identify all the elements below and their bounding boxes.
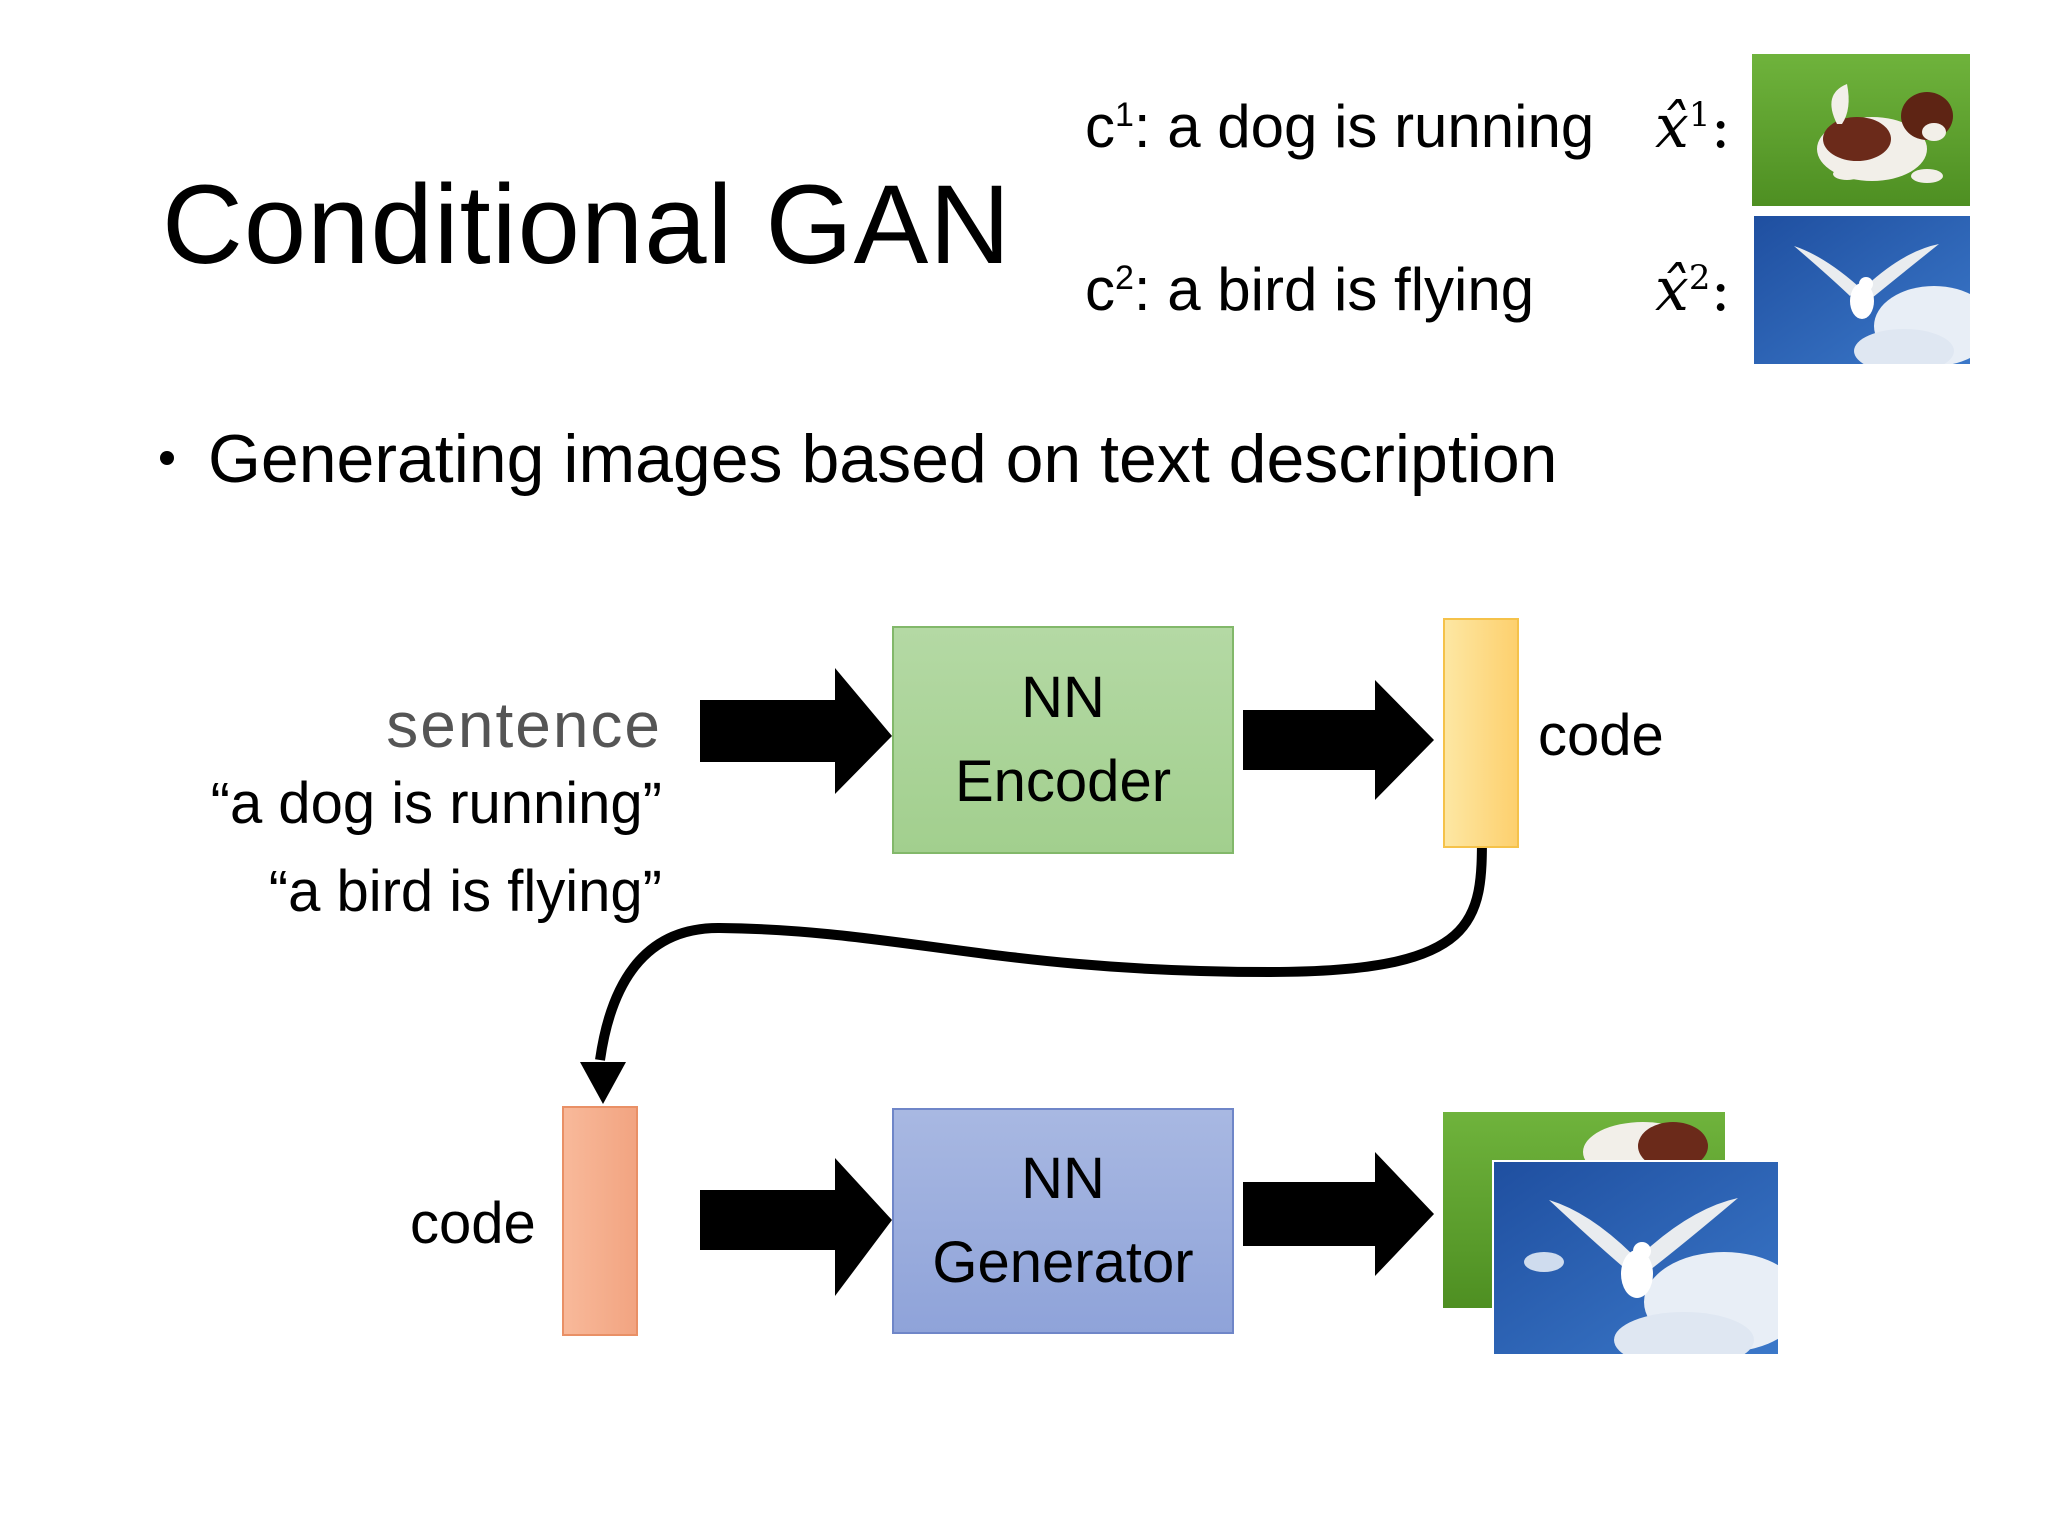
dog-running-photo <box>1752 54 1970 206</box>
bullet-text: Generating images based on text descript… <box>208 421 1558 497</box>
condition-superscript: 1 <box>1115 96 1134 134</box>
code-label-top: code <box>1538 703 1664 768</box>
output-superscript: 2 <box>1688 258 1711 298</box>
example-caption-2: c2: a bird is flying <box>1085 255 1534 324</box>
nn-generator-box: NN Generator <box>892 1108 1234 1334</box>
generator-label-line2: Generator <box>932 1230 1194 1295</box>
output-colon: : <box>1710 255 1731 325</box>
input-sentence-1: “a dog is running” <box>210 771 662 836</box>
code-vector-top <box>1443 618 1519 848</box>
bullet-dot-icon <box>160 451 174 466</box>
output-superscript: 1 <box>1688 95 1711 135</box>
page-title: Conditional GAN <box>162 162 1012 287</box>
arrow-generator-to-output <box>1243 1152 1434 1276</box>
output-symbol-1: x̂1: <box>1655 92 1731 162</box>
code-vector-bottom <box>562 1106 638 1336</box>
condition-superscript: 2 <box>1115 259 1134 297</box>
output-symbol-2: x̂2: <box>1655 255 1731 325</box>
bullet-point: Generating images based on text descript… <box>160 420 1557 498</box>
connector-arrowhead <box>580 1062 626 1104</box>
connector-code-to-code <box>595 833 1487 1061</box>
output-bird-photo <box>1494 1162 1778 1354</box>
bird-flying-photo <box>1754 216 1970 364</box>
encoder-label-line1: NN <box>1021 665 1105 730</box>
output-symbol: x̂ <box>1655 92 1689 162</box>
sentence-label: sentence <box>386 689 662 761</box>
output-symbol: x̂ <box>1655 255 1689 325</box>
arrow-encoder-to-code <box>1243 680 1434 800</box>
arrow-sentence-to-encoder <box>700 668 892 794</box>
condition-text: : a dog is running <box>1133 93 1595 160</box>
arrow-code-to-generator <box>700 1158 892 1296</box>
encoder-label-line2: Encoder <box>954 749 1172 814</box>
condition-symbol: c <box>1085 93 1115 160</box>
condition-symbol: c <box>1085 256 1115 323</box>
output-colon: : <box>1710 92 1731 162</box>
nn-encoder-box: NN Encoder <box>892 626 1234 854</box>
generator-label-line1: NN <box>1021 1146 1105 1211</box>
condition-text: : a bird is flying <box>1133 256 1535 323</box>
code-label-bottom: code <box>410 1191 536 1256</box>
input-sentence-2: “a bird is flying” <box>268 859 662 924</box>
example-caption-1: c1: a dog is running <box>1085 92 1594 161</box>
